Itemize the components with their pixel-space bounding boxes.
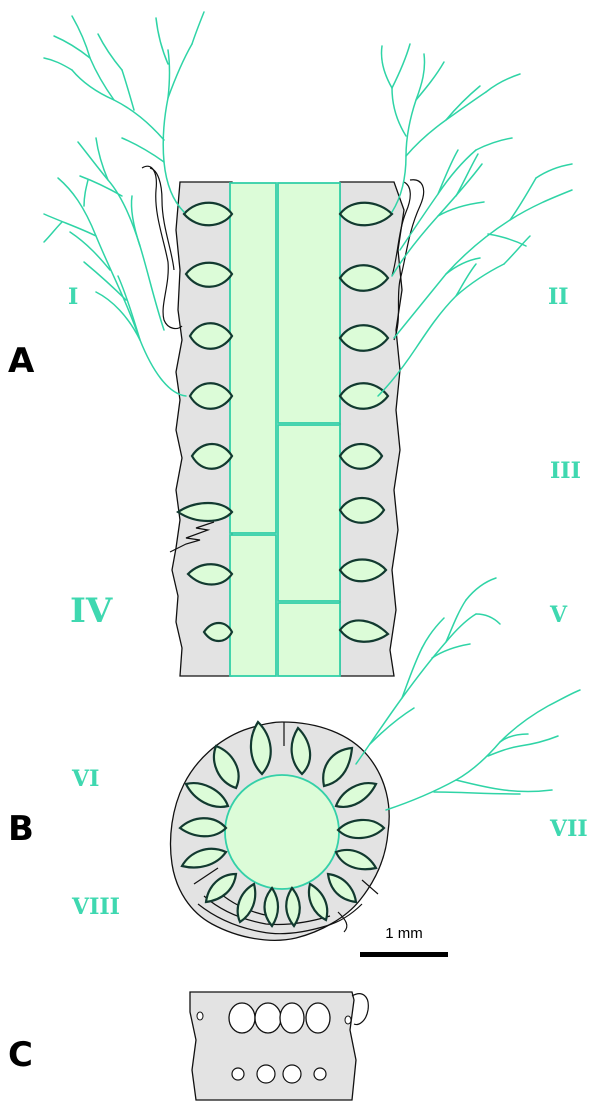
scale-bar-line <box>360 952 448 957</box>
small-section-lobe <box>352 994 368 1025</box>
label-ii: II <box>548 284 569 310</box>
pore <box>306 1003 330 1033</box>
panel-c-section <box>190 992 368 1100</box>
central-core <box>225 775 339 889</box>
pore <box>255 1003 281 1033</box>
left-pod <box>204 623 232 641</box>
panel-letter-c: C <box>8 1035 33 1075</box>
central-cell <box>278 183 340 423</box>
label-vi: VI <box>71 766 99 792</box>
central-cell <box>230 535 276 676</box>
pore <box>314 1068 326 1080</box>
branch-trace-right <box>378 44 572 396</box>
left-tissue-strip <box>172 182 232 676</box>
label-viii: VIII <box>71 894 120 920</box>
label-iii: III <box>550 458 581 484</box>
pore <box>283 1065 301 1083</box>
label-vii: VII <box>549 816 588 842</box>
pore <box>257 1065 275 1083</box>
pore <box>197 1012 203 1020</box>
pore <box>280 1003 304 1033</box>
right-tissue-strip <box>340 182 404 676</box>
panel-a-section <box>44 12 572 676</box>
label-i: I <box>68 284 78 310</box>
left-margin-flap-inner <box>150 168 174 270</box>
pore <box>345 1016 351 1024</box>
panel-letter-b: B <box>8 809 34 849</box>
label-iv: IV <box>70 591 113 631</box>
scale-bar-label: 1 mm <box>385 925 423 942</box>
pore <box>232 1068 244 1080</box>
central-cell <box>230 183 276 533</box>
scale-bar: 1 mm <box>360 925 448 957</box>
panel-letter-a: A <box>8 341 35 381</box>
label-v: V <box>549 602 568 628</box>
central-cell <box>278 425 340 601</box>
pore <box>229 1003 255 1033</box>
central-cell <box>278 603 340 676</box>
